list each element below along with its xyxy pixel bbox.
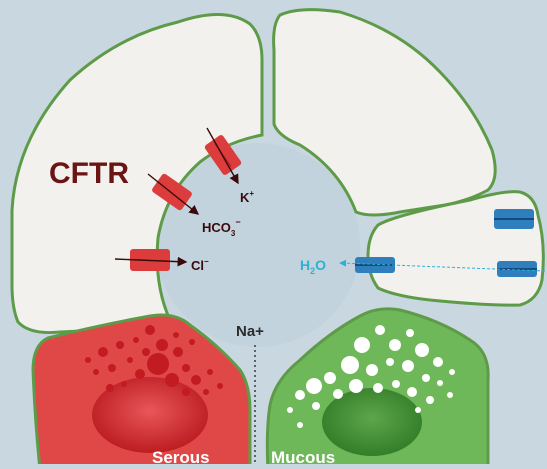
water-flow-arrow — [339, 259, 546, 272]
cftr-label: CFTR — [49, 157, 129, 190]
acinar-lumen — [156, 143, 360, 347]
cftr-channel-potassium — [204, 127, 242, 185]
water-label: H2O — [300, 257, 326, 276]
mucous-nucleus — [322, 388, 422, 456]
bicarbonate-label: HCO3− — [202, 217, 241, 238]
chloride-label: Cl− — [191, 257, 209, 273]
potassium-label: K+ — [240, 189, 254, 205]
aquaporin-channel-top — [494, 209, 534, 229]
mucous-granules — [287, 325, 455, 428]
serous-label: Serous — [152, 448, 210, 464]
serous-nucleus — [92, 377, 208, 453]
serous-granules — [85, 325, 223, 396]
mucous-label: Mucous — [271, 448, 335, 464]
upper-right-acinar-cell — [272, 8, 497, 217]
cftr-channel-bicarbonate — [147, 173, 200, 215]
cftr-channel-chloride — [114, 249, 188, 271]
sodium-label: Na+ — [236, 323, 264, 340]
